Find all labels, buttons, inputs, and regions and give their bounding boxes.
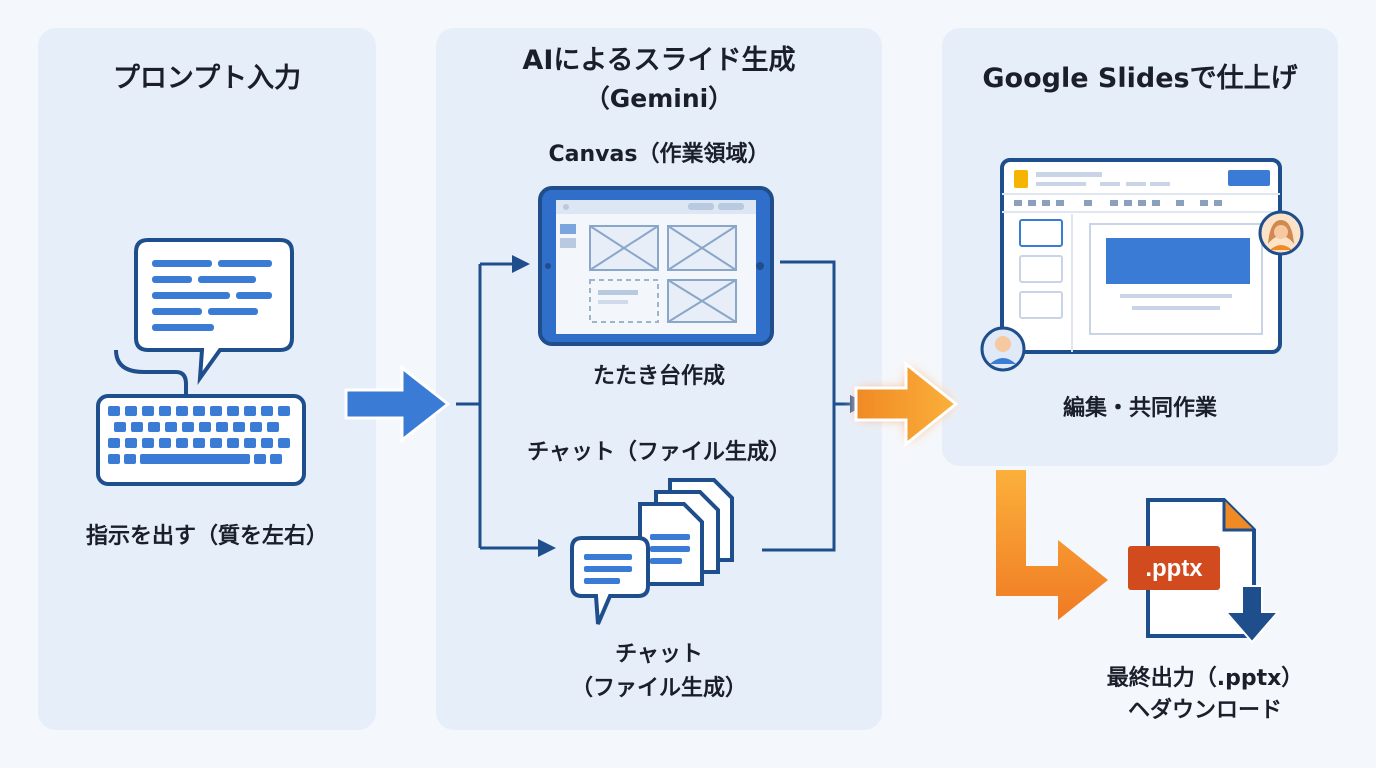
chat-label: チャット（ファイル生成） — [527, 440, 791, 465]
keyboard-icon — [96, 349, 306, 486]
chat-caption-1: チャット — [615, 642, 703, 667]
panel-prompt — [38, 28, 376, 730]
avatar-icon — [980, 326, 1026, 372]
canvas-label: Canvas（作業領域） — [548, 142, 770, 167]
output-caption-2: ヘダウンロード — [1127, 698, 1282, 723]
avatar-icon — [1258, 210, 1304, 256]
pptx-badge-text: .pptx — [1145, 555, 1203, 582]
chat-files-icon — [570, 478, 734, 625]
slides-editor-icon — [1000, 158, 1282, 354]
download-arrow-icon — [1223, 585, 1281, 644]
prompt-caption: 指示を出す（質を左右） — [85, 524, 328, 549]
ai-subtitle: （Gemini） — [584, 84, 734, 113]
output-caption-1: 最終出力（.pptx） — [1106, 666, 1304, 691]
pptx-file-icon: .pptx — [1128, 498, 1256, 638]
flow-arrow-output — [996, 470, 1108, 620]
chat-bubble-icon — [134, 238, 294, 385]
canvas-caption: たたき台作成 — [592, 364, 725, 389]
slides-title: Google Slidesで仕上げ — [982, 63, 1298, 94]
chat-caption-2: （ファイル生成） — [570, 676, 747, 701]
ai-title: AIによるスライド生成 — [522, 45, 796, 76]
prompt-title: プロンプト入力 — [112, 63, 302, 94]
slides-caption: 編集・共同作業 — [1062, 396, 1217, 421]
tablet-canvas-icon — [538, 186, 774, 346]
